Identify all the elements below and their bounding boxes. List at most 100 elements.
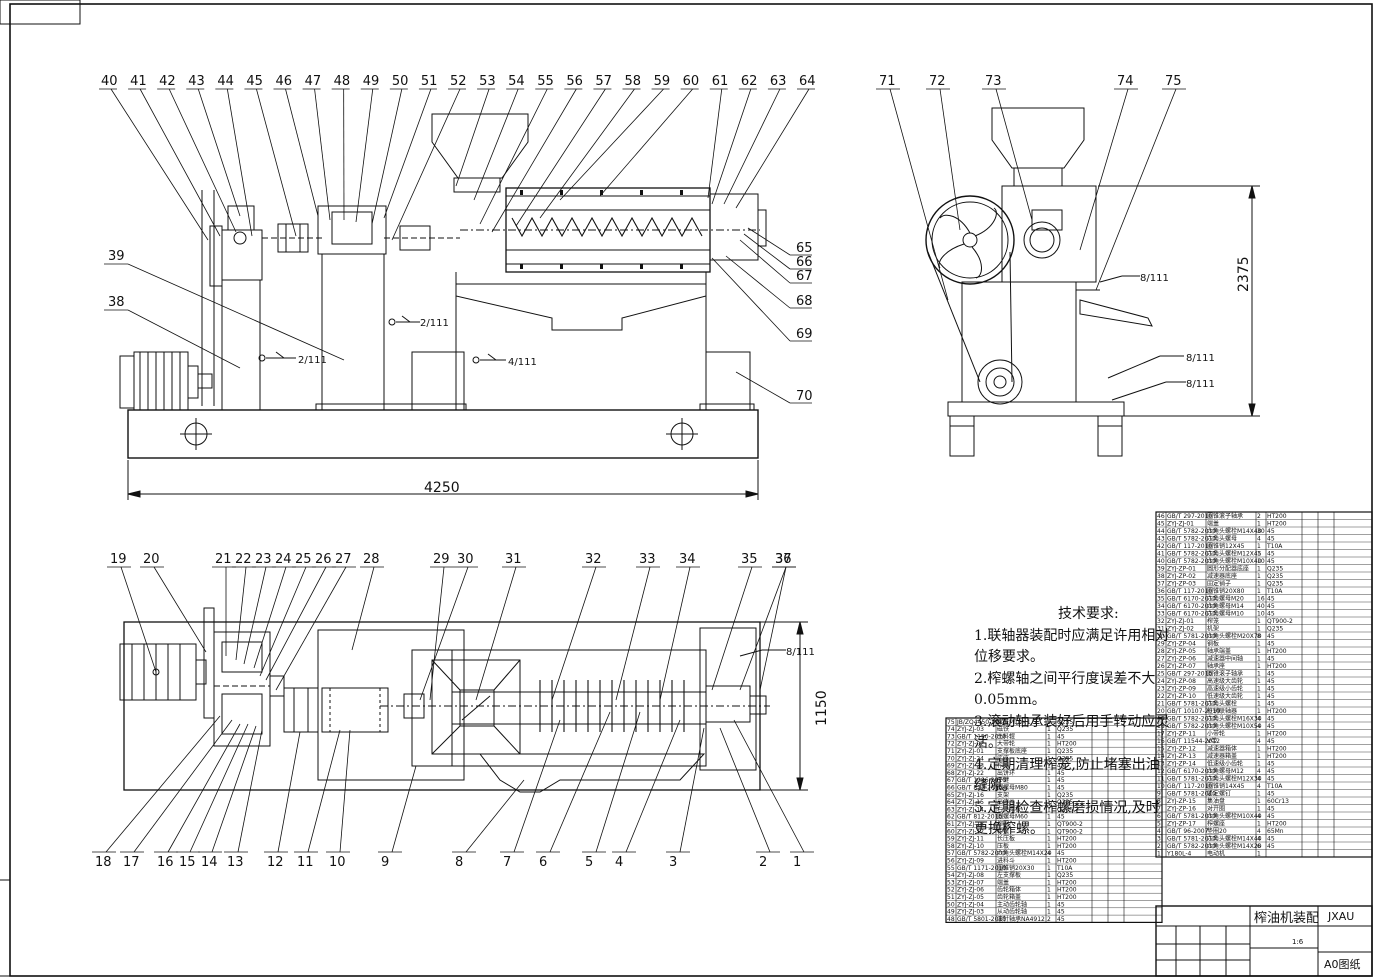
bom-cell: 45 (1267, 701, 1275, 708)
dimension-length (127, 460, 759, 500)
bom-cell: 45 (1057, 901, 1065, 908)
balloon-label: 48 (334, 74, 351, 89)
weld-symbols (258, 315, 506, 364)
bom-cell: 1 (1257, 701, 1261, 708)
bom-cell: 1 (1257, 671, 1261, 678)
bom-cell: 13 (1157, 761, 1165, 768)
bom-cell: ZYJ-ZP-11 (1167, 731, 1196, 738)
bom-cell: 1 (1047, 879, 1051, 886)
bom-cell: 45 (1057, 785, 1065, 792)
bom-cell: 1 (1047, 872, 1051, 879)
bom-cell: 28 (1157, 648, 1165, 655)
balloon-label: 69 (796, 327, 813, 342)
bom-cell: 74 (947, 726, 955, 733)
bom-cell: 1 (1257, 678, 1261, 685)
leader-line (429, 566, 445, 701)
bom-cell: 2 (1047, 916, 1051, 923)
balloon-label: 19 (110, 552, 127, 567)
bom-cell: 65 (947, 792, 955, 799)
bom-cell: Q235 (1267, 573, 1283, 580)
bom-cell: GB/T 5782-2010 (1167, 536, 1216, 543)
bom-cell: 1 (1047, 799, 1051, 806)
bom-cell: 60Cr13 (1267, 798, 1289, 805)
balloon-label: 18 (95, 855, 112, 870)
bom-cell: GB/T 5782-2010 (1167, 723, 1216, 730)
leader-line (659, 566, 691, 701)
leader-line (189, 723, 249, 853)
bom-cell: 4 (1257, 536, 1261, 543)
title-block (1155, 905, 1373, 977)
bom-cell: 1 (1257, 731, 1261, 738)
bom-cell: QT900-2 (1057, 828, 1083, 835)
bom-cell: 6 (1257, 843, 1261, 850)
bom-cell: 1 (1257, 566, 1261, 573)
bom-cell: T10A (1266, 543, 1283, 550)
bom-cell: 集油盘 (1207, 797, 1225, 805)
bom-cell: QT900-2 (1057, 821, 1083, 828)
bom-cell: 26 (1157, 663, 1165, 670)
balloon-label: 44 (217, 74, 234, 89)
balloon-label: 4 (615, 855, 623, 870)
bom-cell: T10A (1266, 783, 1283, 790)
bom-cell: 1 (1257, 581, 1261, 588)
balloon-label: 5 (585, 855, 593, 870)
bom-cell: 12 (1157, 768, 1165, 775)
bom-cell: 轴承端盖 (1207, 647, 1231, 655)
bom-cell: 圆螺母M60 (997, 813, 1028, 821)
bom-cell: 45 (1267, 843, 1275, 850)
bom-cell: QT900-2 (1267, 618, 1293, 625)
bom-cell: ZYJ-ZJ-02 (957, 741, 984, 748)
bom-cell: 圆锥销12X45 (1207, 542, 1245, 550)
balloon-label: 14 (201, 855, 218, 870)
bom-cell: ZYJ-ZJ-01 (1167, 618, 1194, 625)
bom-cell: GB/T 5782-2010 (1167, 528, 1216, 535)
bom-cell: 8 (1257, 633, 1261, 640)
bom-cell: 53 (947, 879, 955, 886)
bom-cell: 16 (1157, 738, 1165, 745)
bom-cell: ZYJ-ZP-09 (1167, 686, 1196, 693)
bom-cell: 8 (1157, 798, 1161, 805)
balloon-label: 61 (712, 74, 729, 89)
balloon-label: 21 (215, 552, 232, 567)
bom-cell: 63 (947, 806, 955, 813)
bom-cell: 1 (1257, 753, 1261, 760)
bom-cell: 1 (1257, 618, 1261, 625)
leader-line (889, 88, 949, 301)
leader-line (615, 566, 651, 701)
bom-cell: GB/T 5781-2010 (1167, 813, 1216, 820)
leader-line (735, 371, 791, 404)
bom-cell: 4 (1257, 776, 1261, 783)
bom-cell: ZYJ-ZP-02 (1167, 573, 1196, 580)
bom-cell: ZYJ-ZP-06 (1167, 656, 1196, 663)
bom-cell: 1 (1257, 573, 1261, 580)
leader-line (237, 729, 263, 853)
balloon-label: 3 (669, 855, 677, 870)
title-scale: 1:6 (1292, 938, 1304, 946)
bom-cell: 4 (1157, 828, 1161, 835)
balloon-label: 37 (775, 552, 792, 567)
bom-cell: 48 (947, 916, 955, 923)
balloon-label: 1 (793, 855, 801, 870)
bom-cell: 轴承座 (1207, 662, 1225, 670)
bom-cell: 端盖 (997, 878, 1009, 886)
bom-cell: ZYJ-ZP-13 (1167, 753, 1196, 760)
leader-line (133, 719, 233, 853)
bom-cell: 平键 (997, 776, 1009, 784)
bom-cell: 33 (1157, 611, 1165, 618)
bom-cell: 45 (1057, 909, 1065, 916)
bom-cell: 20 (1157, 708, 1165, 715)
bom-cell: 低速级小齿轮 (1207, 760, 1243, 768)
bom-cell: ZYJ-ZJ-08 (957, 872, 984, 879)
leader-line (253, 566, 287, 669)
bom-cell: GB/T 117-2010 (1167, 783, 1212, 790)
bom-cell: 1 (1047, 741, 1051, 748)
bom-cell: GB/T 6170-2010 (1167, 611, 1216, 618)
bom-cell: 1 (1047, 821, 1051, 828)
bom-cell: 榨圈 (997, 820, 1009, 828)
bom-cell: GB/T 5801-2010 (957, 916, 1006, 923)
bom-cell: 螺母M10×1.5 (997, 718, 1037, 726)
bom-cell: 4 (1257, 828, 1261, 835)
bom-cell: GB/T 1171-2010 (957, 865, 1006, 872)
